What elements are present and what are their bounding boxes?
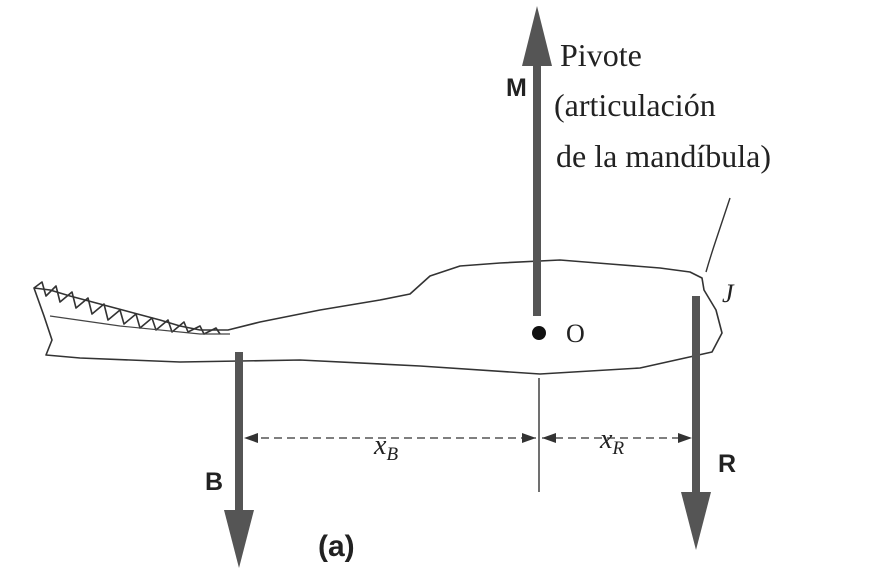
force-m-label: M [506,74,527,102]
force-m-arrowhead [522,6,552,66]
force-r-label: R [718,450,736,478]
distance-xb-label: xB [373,430,398,465]
xb-arrowhead-left [244,433,258,443]
point-j-label: J [722,279,735,308]
xb-arrowhead-right [522,433,536,443]
distance-xr-symbol: x [599,424,613,455]
teeth [33,281,221,335]
force-b-shaft [235,352,243,520]
xr-arrowhead-right [678,433,692,443]
xr-arrowhead-left [542,433,556,443]
force-m-shaft [533,60,541,316]
pivot-label-line1: Pivote [560,37,642,73]
jaw-outline [33,259,723,375]
pivot-leader-line [705,197,731,273]
distance-xb-subscript: B [386,444,398,465]
point-o-label: O [566,319,585,348]
force-r-arrowhead [681,492,711,550]
pivot-label-line3: de la mandíbula) [556,138,771,174]
teeth-base [49,315,230,335]
distance-xr-subscript: R [611,438,624,459]
distance-xb-symbol: x [373,430,387,461]
force-r-shaft [692,296,700,502]
figure-caption: (a) [318,530,355,563]
pivot-label-line2: (articulación [554,87,716,123]
distance-xr-label: xR [599,424,624,459]
force-b-label: B [205,468,223,496]
force-b-arrowhead [224,510,254,568]
point-o-dot [532,326,546,340]
